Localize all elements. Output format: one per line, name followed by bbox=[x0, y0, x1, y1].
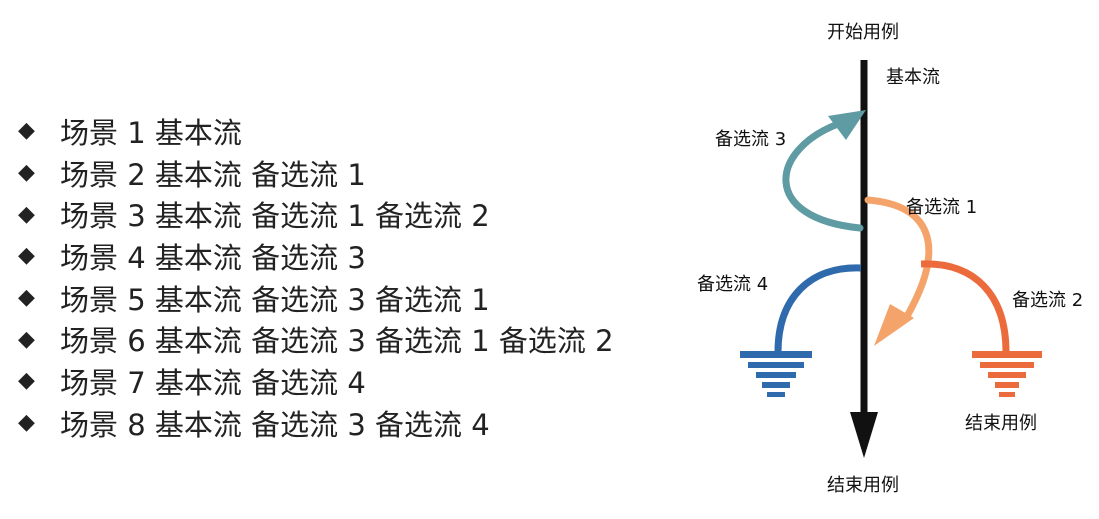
diamond-bullet-icon: ◆ bbox=[18, 285, 35, 311]
alt-flow-2-curve bbox=[920, 260, 1010, 353]
alt-flow-1-curve bbox=[864, 196, 933, 322]
scenario-item: ◆ 场景 7 基本流 备选流 4 bbox=[18, 360, 614, 402]
scenario-item: ◆ 场景 2 基本流 备选流 1 bbox=[18, 152, 614, 194]
diamond-bullet-icon: ◆ bbox=[18, 201, 35, 227]
scenario-text: 场景 4 基本流 备选流 3 bbox=[60, 240, 366, 275]
scenario-item: ◆ 场景 4 基本流 备选流 3 bbox=[18, 235, 614, 277]
diamond-bullet-icon: ◆ bbox=[18, 118, 35, 144]
diamond-bullet-icon: ◆ bbox=[18, 368, 35, 394]
alt-flow-4-curve bbox=[774, 264, 862, 353]
scenario-text: 场景 8 基本流 备选流 3 备选流 4 bbox=[60, 407, 490, 442]
alt-flow-2-ground-icon bbox=[972, 351, 1042, 397]
scenario-text: 场景 5 基本流 备选流 3 备选流 1 bbox=[60, 282, 490, 317]
scenario-item: ◆ 场景 6 基本流 备选流 3 备选流 1 备选流 2 bbox=[18, 318, 614, 360]
alt-flow-3-arrowhead bbox=[828, 110, 866, 140]
scenario-item: ◆ 场景 8 基本流 备选流 3 备选流 4 bbox=[18, 402, 614, 444]
alt-flow-4-label: 备选流 4 bbox=[697, 274, 768, 295]
scenario-item: ◆ 场景 1 基本流 bbox=[18, 110, 614, 152]
basic-flow-arrowhead bbox=[850, 412, 878, 458]
start-use-case-label: 开始用例 bbox=[827, 22, 899, 43]
basic-flow-label: 基本流 bbox=[886, 67, 940, 88]
scenario-text: 场景 2 基本流 备选流 1 bbox=[60, 157, 366, 192]
alt-flow-2-label: 备选流 2 bbox=[1012, 290, 1083, 311]
alt-flow-1 bbox=[864, 196, 933, 346]
scenario-list: ◆ 场景 1 基本流 ◆ 场景 2 基本流 备选流 1 ◆ 场景 3 基本流 备选流 … bbox=[18, 110, 614, 444]
scenario-item: ◆ 场景 5 基本流 备选流 3 备选流 1 bbox=[18, 277, 614, 319]
alt-flow-3-curve bbox=[782, 120, 864, 232]
diamond-bullet-icon: ◆ bbox=[18, 160, 35, 186]
alt-flow-4-ground-icon bbox=[740, 351, 812, 397]
alt-flow-3 bbox=[782, 110, 866, 232]
alt-flow-3-label: 备选流 3 bbox=[715, 129, 786, 150]
scenario-text: 场景 7 基本流 备选流 4 bbox=[60, 365, 366, 400]
scenario-text: 场景 3 基本流 备选流 1 备选流 2 bbox=[60, 199, 490, 234]
diamond-bullet-icon: ◆ bbox=[18, 410, 35, 436]
alt-flow-1-label: 备选流 1 bbox=[906, 197, 977, 218]
basic-flow-arrow bbox=[850, 60, 878, 458]
alt-flow-2 bbox=[920, 260, 1042, 397]
scenario-text: 场景 1 基本流 bbox=[60, 115, 242, 150]
scenario-text: 场景 6 基本流 备选流 3 备选流 1 备选流 2 bbox=[60, 324, 614, 359]
alt-flow-2-end-label: 结束用例 bbox=[965, 413, 1037, 434]
diamond-bullet-icon: ◆ bbox=[18, 243, 35, 269]
end-use-case-label: 结束用例 bbox=[827, 475, 899, 496]
alt-flow-1-arrowhead bbox=[874, 304, 914, 346]
diamond-bullet-icon: ◆ bbox=[18, 326, 35, 352]
alt-flow-4 bbox=[740, 264, 862, 397]
scenario-item: ◆ 场景 3 基本流 备选流 1 备选流 2 bbox=[18, 193, 614, 235]
